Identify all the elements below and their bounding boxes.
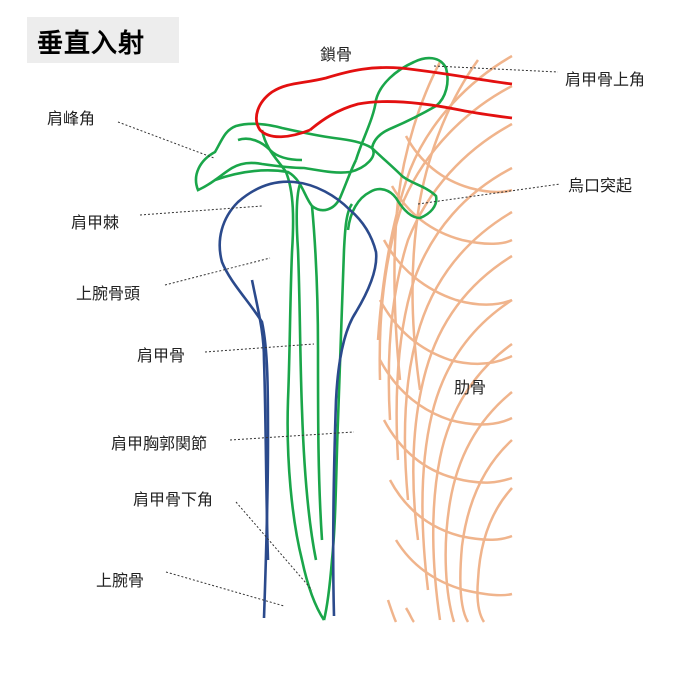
label-ribs: 肋骨 <box>454 378 487 397</box>
spine-ridge <box>214 159 358 212</box>
rib-arc <box>382 239 513 306</box>
label-scapulothoracic-joint: 肩甲胸郭関節 <box>111 434 208 453</box>
label-inferior-angle: 肩甲骨下角 <box>133 490 214 509</box>
rib-arc <box>431 342 513 621</box>
label-superior-angle: 肩甲骨上角 <box>565 70 646 89</box>
rib-arc <box>394 539 513 597</box>
rib-arc <box>412 254 513 541</box>
rib-arc <box>378 299 513 366</box>
clavicle-outline <box>255 66 513 139</box>
label-spine: 肩甲棘 <box>71 213 120 232</box>
label-humerus: 上腕骨 <box>96 571 145 590</box>
label-coracoid: 烏口突起 <box>568 176 633 195</box>
humerus-outline <box>218 180 378 619</box>
ribs-group <box>376 54 513 623</box>
medial-border <box>260 129 326 621</box>
rib-arc <box>386 599 398 623</box>
leader-humerus <box>165 571 285 607</box>
diagram-title: 垂直入射 <box>37 29 146 59</box>
mid-line <box>310 205 324 541</box>
rib-arc <box>404 135 513 194</box>
scapula-outline <box>194 56 449 621</box>
humerus-inner <box>250 279 270 561</box>
label-humeral-head: 上腕骨頭 <box>76 284 141 303</box>
leader-spine <box>139 205 263 216</box>
leader-superior-angle <box>433 65 559 73</box>
leader-humeral-head <box>164 257 271 286</box>
clavicle-upper <box>255 66 513 139</box>
rib-arc <box>378 359 513 426</box>
leader-acromion <box>117 121 215 159</box>
leader-inferior-angle <box>235 501 313 591</box>
humeral-head <box>218 180 378 619</box>
clavicle-lower <box>309 100 513 132</box>
leader-lines <box>117 65 561 607</box>
rib-arc <box>476 487 513 623</box>
rib-arc <box>404 607 415 623</box>
rib-arc <box>387 122 513 421</box>
label-scapula: 肩甲骨 <box>137 346 186 365</box>
label-acromion: 肩峰角 <box>47 109 96 128</box>
leader-scapula <box>204 343 315 353</box>
title-box: 垂直入射 <box>27 17 179 63</box>
coracoid-loop <box>346 147 438 231</box>
rib-arc <box>378 84 513 381</box>
label-clavicle: 鎖骨 <box>320 45 353 64</box>
leader-scapulothoracic <box>229 431 355 441</box>
lateral-border <box>322 203 354 621</box>
superior-border <box>354 56 449 161</box>
rib-arc <box>403 210 513 501</box>
rib-arc <box>459 439 513 623</box>
rib-arc <box>382 419 513 484</box>
rib-arc <box>421 298 513 591</box>
rib-arc <box>444 391 513 623</box>
rib-arc <box>390 185 513 245</box>
rib-arc <box>411 59 480 391</box>
glenoid-edge <box>295 183 318 561</box>
rib-arc <box>388 479 513 541</box>
